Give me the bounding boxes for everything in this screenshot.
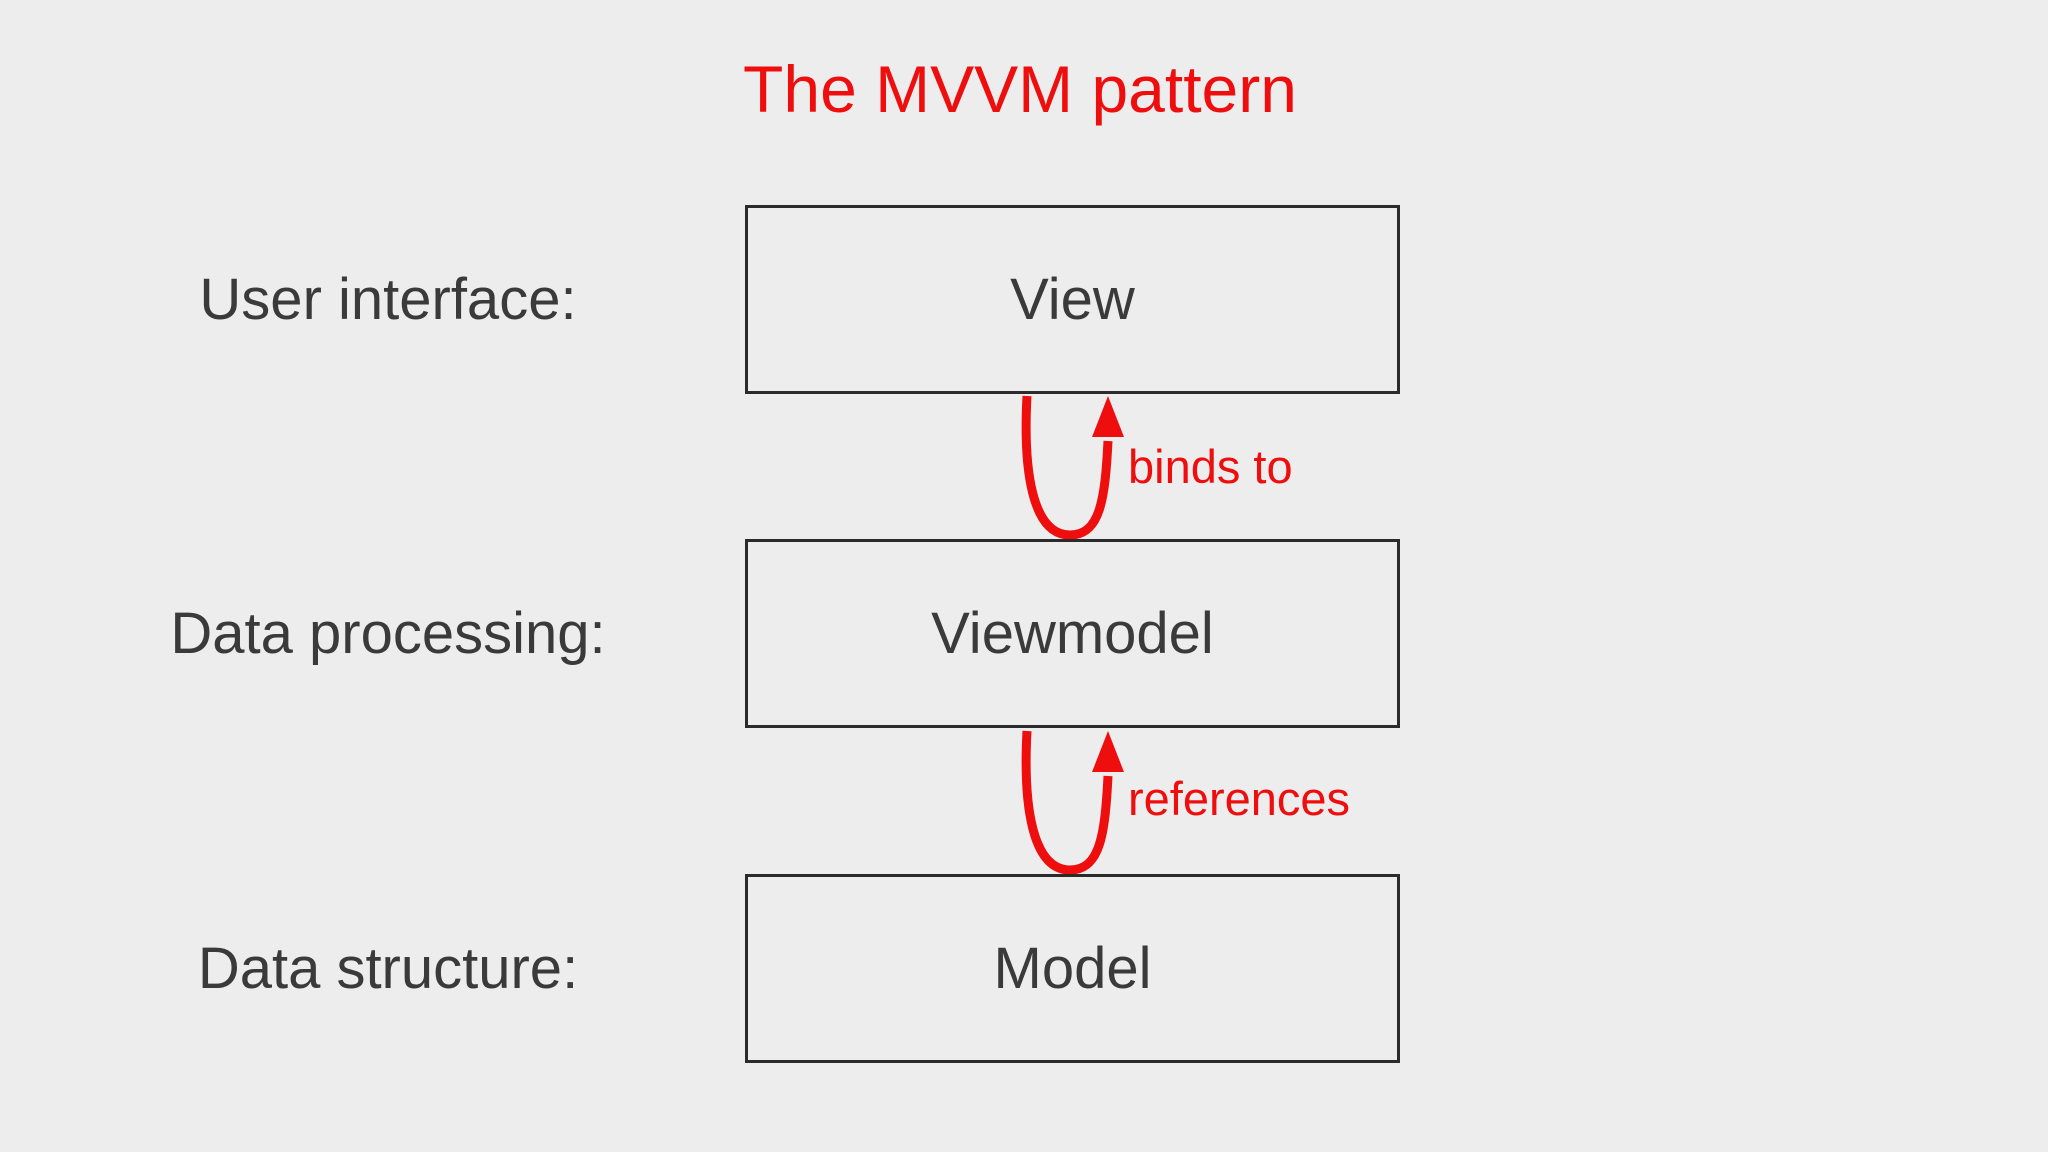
node-viewmodel: Viewmodel — [745, 539, 1400, 728]
node-view-label: View — [1010, 267, 1135, 332]
node-viewmodel-label: Viewmodel — [931, 601, 1214, 666]
references-label: references — [1128, 772, 1351, 825]
slide-title: The MVVM pattern — [743, 52, 1297, 126]
binds-to-label: binds to — [1128, 440, 1293, 493]
references-arrow-icon — [1021, 730, 1124, 874]
node-view: View — [745, 205, 1400, 394]
row-label-user-interface: User interface: — [199, 267, 577, 332]
node-model: Model — [745, 874, 1400, 1063]
binds-to-arrow-icon — [1021, 395, 1124, 539]
row-label-data-structure: Data structure: — [197, 936, 579, 1001]
row-label-data-processing: Data processing: — [170, 601, 606, 666]
node-model-label: Model — [993, 936, 1152, 1001]
